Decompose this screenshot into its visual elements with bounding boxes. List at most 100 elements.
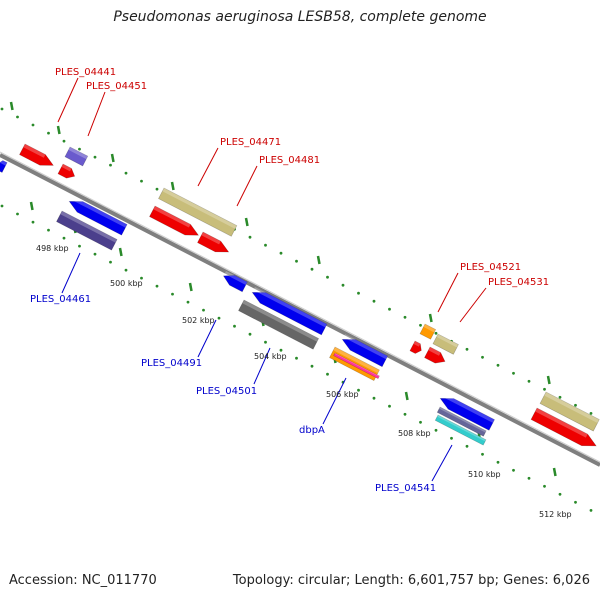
- guide-dot: [341, 283, 345, 287]
- guide-dot: [62, 236, 66, 240]
- guide-dot: [419, 420, 422, 424]
- guide-dot: [589, 412, 593, 415]
- gene-ples-04471: [158, 187, 238, 237]
- guide-dot: [31, 123, 35, 127]
- tick-mark: [29, 201, 34, 211]
- guide-dot: [558, 492, 562, 496]
- gene-ples-04541-b: [436, 406, 487, 437]
- guide-dot: [279, 251, 283, 255]
- guide-dot: [527, 476, 531, 480]
- scale-tick-label: 508 kbp: [398, 429, 431, 438]
- guide-dot: [512, 371, 515, 375]
- gene-edge-red: [530, 407, 597, 447]
- guide-dot: [0, 107, 4, 111]
- guide-dot: [155, 187, 159, 191]
- guide-dot: [264, 340, 267, 344]
- gene-ples-04521: [419, 323, 437, 340]
- guide-dot: [124, 171, 128, 175]
- guide-dot: [527, 379, 531, 383]
- label-ples-04441: PLES_04441: [55, 67, 116, 78]
- guide-dot: [388, 307, 391, 311]
- gene-ples-04501: [238, 299, 320, 350]
- gene-features: [0, 143, 600, 447]
- label-ples-04491: PLES_04491: [141, 358, 202, 369]
- guide-dot: [295, 356, 298, 360]
- guide-dot: [248, 235, 252, 239]
- label-leader-lines: [57, 77, 487, 482]
- guide-dot: [403, 315, 407, 319]
- guide-dot: [78, 244, 81, 248]
- accession-text: Accession: NC_011770: [9, 573, 157, 588]
- guide-dot: [574, 403, 577, 407]
- tick-mark: [244, 217, 249, 227]
- guide-dot: [403, 412, 407, 416]
- gene-edge-khaki: [539, 391, 600, 432]
- guide-dot: [279, 348, 283, 352]
- guide-dot: [465, 444, 469, 448]
- tick-mark: [170, 181, 175, 191]
- gene-red-tiny: [409, 340, 422, 354]
- guide-dot: [310, 364, 314, 368]
- gene-red-small: [57, 163, 76, 179]
- scale-tick-label: 500 kbp: [110, 279, 143, 288]
- tick-mark: [110, 153, 115, 163]
- guide-dot: [93, 252, 97, 256]
- guide-dot: [496, 363, 500, 367]
- guide-dot: [264, 243, 267, 247]
- guide-dot: [202, 308, 205, 312]
- topology-summary: Topology: circular; Length: 6,601,757 bp…: [232, 573, 590, 588]
- gene-blue-b: [341, 334, 389, 368]
- guide-dot: [217, 316, 221, 320]
- guide-dot: [140, 179, 143, 183]
- label-ples-04481: PLES_04481: [259, 155, 320, 166]
- gene-blue-a: [68, 196, 128, 236]
- label-ples-04521: PLES_04521: [460, 262, 521, 273]
- guide-dot: [496, 460, 500, 464]
- guide-dot: [465, 347, 469, 351]
- guide-dot: [78, 147, 81, 151]
- guide-dot: [372, 396, 376, 400]
- guide-dot: [450, 436, 453, 440]
- guide-dot: [47, 131, 50, 135]
- guide-dot: [0, 204, 4, 208]
- guide-dot: [434, 331, 438, 335]
- label-ples-04451: PLES_04451: [86, 81, 147, 92]
- guide-dot: [16, 212, 19, 216]
- guide-dot: [295, 259, 298, 263]
- guide-dot: [512, 468, 515, 472]
- guide-dot: [186, 300, 190, 304]
- gene-dbpa-stripe: [333, 352, 380, 380]
- guide-dot: [248, 332, 252, 336]
- tick-mark: [188, 282, 193, 292]
- leader-line: [437, 272, 459, 313]
- labels: PLES_04441PLES_04451PLES_04471PLES_04481…: [30, 67, 572, 519]
- guide-dot: [31, 220, 35, 224]
- leader-line: [253, 347, 271, 385]
- guide-dot: [310, 267, 314, 271]
- gene-ples-04531: [432, 333, 459, 355]
- gene-ples-04491-b: [251, 287, 328, 336]
- scale-tick-label: 506 kbp: [326, 390, 359, 399]
- guide-dot: [109, 163, 112, 167]
- label-dbpa: dbpA: [299, 425, 325, 436]
- guide-dot: [357, 291, 360, 295]
- leader-line: [459, 287, 487, 323]
- leader-line: [57, 77, 79, 123]
- guide-dot: [574, 500, 577, 504]
- guide-dot: [124, 268, 128, 272]
- tick-mark: [56, 125, 61, 135]
- guide-dot: [155, 284, 159, 288]
- guide-dot: [558, 395, 562, 399]
- label-ples-04541: PLES_04541: [375, 483, 436, 494]
- scale-tick-label: 512 kbp: [539, 510, 572, 519]
- guide-dot: [326, 372, 329, 376]
- leader-line: [61, 252, 81, 294]
- leader-line: [197, 147, 219, 187]
- guide-dot: [543, 484, 546, 488]
- genome-backbone: [0, 151, 600, 467]
- guide-dot: [589, 509, 593, 512]
- guide-dot: [16, 115, 19, 119]
- label-ples-04501: PLES_04501: [196, 386, 257, 397]
- guide-dot: [357, 388, 360, 392]
- gene-edge-blue: [0, 159, 8, 173]
